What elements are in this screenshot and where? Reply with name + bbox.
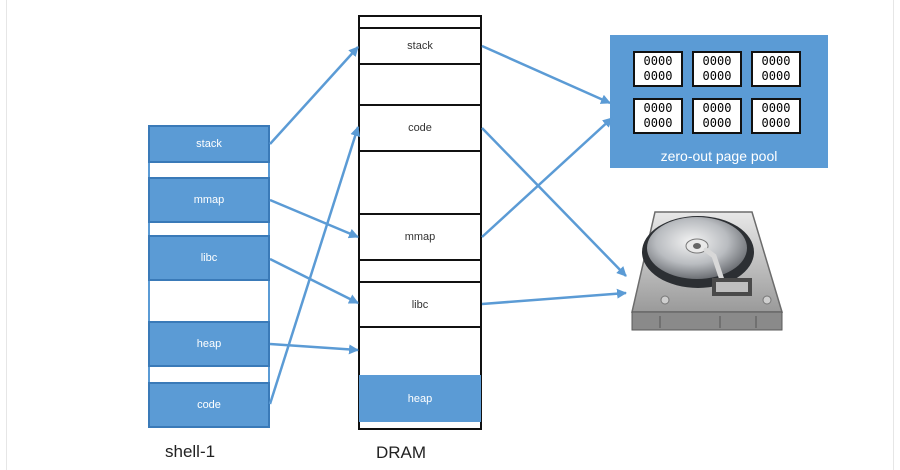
pool-page-3-line2: 0000 (761, 69, 791, 83)
dram-code-label: code (408, 122, 432, 134)
arrow-shell-heap (269, 342, 359, 355)
pool-page-4: 0000 0000 (633, 98, 683, 134)
pool-page-3: 0000 0000 (751, 51, 801, 87)
left-frame-line (6, 0, 7, 470)
pool-page-2-line1: 0000 (702, 54, 732, 68)
dram-libc-label: libc (411, 298, 429, 311)
arrow-dram-libc-disk (481, 288, 627, 306)
shell-caption: shell-1 (165, 442, 216, 461)
dram-mmap-label: mmap (404, 231, 436, 243)
arrow-shell-code (268, 126, 361, 405)
zero-page-pool: 0000 0000 0000 0000 0000 0000 0000 0000 … (610, 35, 828, 168)
shell-stack-label: stack (196, 138, 222, 150)
shell-mmap-segment: mmap (148, 177, 270, 223)
hard-disk-icon (631, 211, 784, 331)
dram-code-frame: code (358, 104, 482, 152)
dram-stack-frame: stack (358, 27, 482, 65)
arrow-shell-stack (269, 46, 359, 145)
pool-label: zero-out page pool (660, 148, 778, 164)
dram-libc-frame: libc (358, 281, 482, 328)
pool-page-2-line2: 0000 (702, 69, 732, 83)
dram-mmap-frame: mmap (358, 213, 482, 261)
pool-page-6-line2: 0000 (761, 116, 791, 130)
dram-caption: DRAM (376, 443, 427, 462)
arrow-shell-libc (269, 257, 359, 305)
arrow-dram-mmap-pool (481, 117, 613, 238)
pool-page-4-line1: 0000 (643, 101, 673, 115)
pool-page-1: 0000 0000 (633, 51, 683, 87)
right-frame-line (893, 0, 894, 470)
shell-mmap-label: mmap (193, 194, 225, 206)
pool-page-5-line1: 0000 (702, 101, 732, 115)
pool-page-4-line2: 0000 (643, 116, 673, 130)
arrow-shell-mmap (269, 198, 359, 239)
dram-stack-label: stack (407, 40, 433, 52)
pool-page-3-line1: 0000 (761, 54, 791, 68)
shell-stack-segment: stack (148, 125, 270, 163)
pool-page-5: 0000 0000 (692, 98, 742, 134)
shell-libc-label: libc (200, 252, 218, 264)
pool-page-1-line2: 0000 (643, 69, 673, 83)
dram-heap-label: heap (407, 392, 433, 405)
pool-page-5-line2: 0000 (702, 116, 732, 130)
arrow-dram-code-disk (481, 127, 627, 277)
pool-page-2: 0000 0000 (692, 51, 742, 87)
pool-page-1-line1: 0000 (643, 54, 673, 68)
dram-heap-frame: heap (359, 375, 481, 422)
pool-page-6-line1: 0000 (761, 101, 791, 115)
shell-code-label: code (197, 399, 221, 411)
shell-heap-label: heap (196, 338, 222, 350)
shell-heap-segment: heap (148, 321, 270, 367)
shell-code-segment: code (148, 382, 270, 428)
arrow-dram-stack-pool (481, 44, 611, 105)
shell-libc-segment: libc (148, 235, 270, 281)
pool-page-6: 0000 0000 (751, 98, 801, 134)
